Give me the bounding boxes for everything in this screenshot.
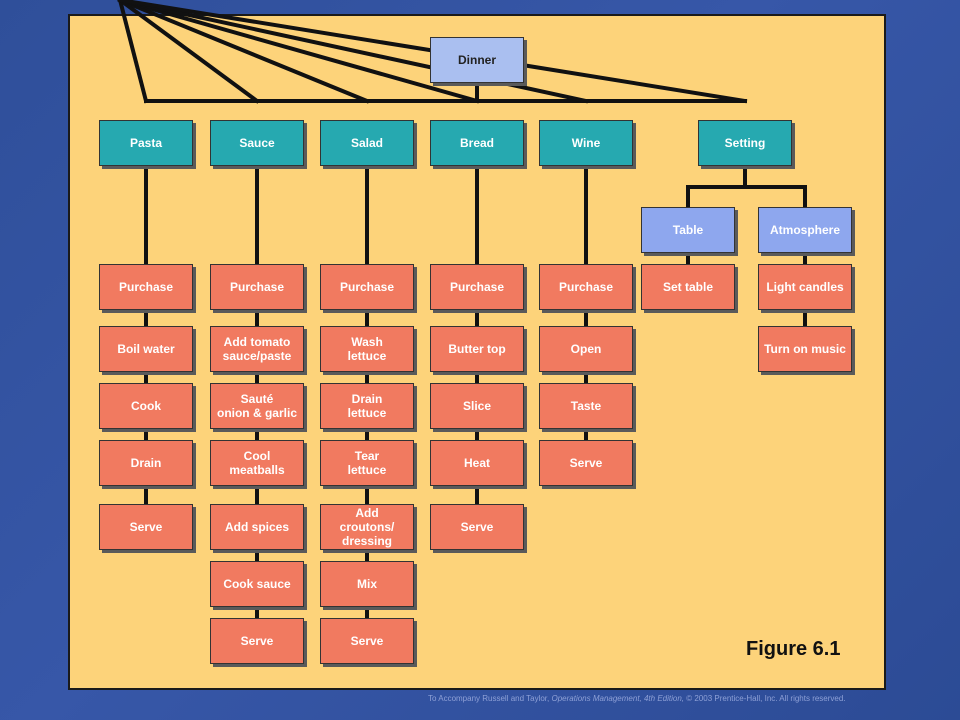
task-wine-open: Open: [539, 326, 633, 372]
node-dinner: Dinner: [430, 37, 524, 83]
task-bread-heat: Heat: [430, 440, 524, 486]
footer-prefix: To Accompany Russell and Taylor,: [428, 694, 552, 703]
task-salad-purchase: Purchase: [320, 264, 414, 310]
task-bread-butter-top: Butter top: [430, 326, 524, 372]
node-sauce: Sauce: [210, 120, 304, 166]
task-sauce-cool-meatballs: Cool meatballs: [210, 440, 304, 486]
task-bread-slice: Slice: [430, 383, 524, 429]
node-atmosphere: Atmosphere: [758, 207, 852, 253]
task-bread-serve: Serve: [430, 504, 524, 550]
node-table: Table: [641, 207, 735, 253]
task-sauce-add-spices: Add spices: [210, 504, 304, 550]
task-sauce-serve: Serve: [210, 618, 304, 664]
task-wine-taste: Taste: [539, 383, 633, 429]
task-pasta-boil-water: Boil water: [99, 326, 193, 372]
task-salad-add-croutons: Add croutons/ dressing: [320, 504, 414, 550]
task-wine-serve: Serve: [539, 440, 633, 486]
figure-label: Figure 6.1: [746, 638, 841, 660]
task-sauce-saute: Sauté onion & garlic: [210, 383, 304, 429]
task-salad-serve: Serve: [320, 618, 414, 664]
task-wine-purchase: Purchase: [539, 264, 633, 310]
task-pasta-purchase: Purchase: [99, 264, 193, 310]
task-sauce-add-tomato: Add tomato sauce/paste: [210, 326, 304, 372]
node-wine: Wine: [539, 120, 633, 166]
task-pasta-serve: Serve: [99, 504, 193, 550]
node-bread: Bread: [430, 120, 524, 166]
footer-book: Operations Management, 4th Edition,: [551, 694, 685, 703]
task-sauce-purchase: Purchase: [210, 264, 304, 310]
node-setting: Setting: [698, 120, 792, 166]
task-atmosphere-light-candles: Light candles: [758, 264, 852, 310]
node-pasta: Pasta: [99, 120, 193, 166]
task-atmosphere-turn-on-music: Turn on music: [758, 326, 852, 372]
task-salad-tear: Tear lettuce: [320, 440, 414, 486]
footer-suffix: © 2003 Prentice-Hall, Inc. All rights re…: [684, 694, 846, 703]
task-sauce-cook-sauce: Cook sauce: [210, 561, 304, 607]
task-salad-wash: Wash lettuce: [320, 326, 414, 372]
node-salad: Salad: [320, 120, 414, 166]
task-table-set-table: Set table: [641, 264, 735, 310]
task-pasta-cook: Cook: [99, 383, 193, 429]
task-bread-purchase: Purchase: [430, 264, 524, 310]
task-salad-mix: Mix: [320, 561, 414, 607]
task-salad-drain: Drain lettuce: [320, 383, 414, 429]
footer-credit: To Accompany Russell and Taylor, Operati…: [428, 694, 908, 703]
task-pasta-drain: Drain: [99, 440, 193, 486]
